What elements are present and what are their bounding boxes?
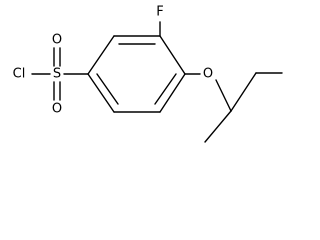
ring-inner-double-bond-2 <box>154 73 177 105</box>
bond-ch-methyl <box>204 110 232 143</box>
bond-ch-ch2 <box>230 72 257 112</box>
ring-inner-double-bond-3 <box>96 73 119 105</box>
oxygen-top-label: O <box>52 33 62 48</box>
sulfur-atom-label: S <box>53 67 61 82</box>
ring-bond-c6-c1 <box>87 73 115 113</box>
ring-bond-c3-c4 <box>159 35 186 75</box>
fluorine-atom-label: F <box>156 5 163 20</box>
ring-bond-c1-c2 <box>87 35 115 75</box>
oxygen-bottom-label: O <box>52 102 62 117</box>
chemical-structure-diagram: F O S Cl O O <box>13 5 283 143</box>
benzene-ring <box>87 35 186 113</box>
ether-oxygen-label: O <box>203 67 213 82</box>
chlorine-atom-label: Cl <box>13 67 26 82</box>
bond-o-ch <box>215 79 232 112</box>
ring-bond-c4-c5 <box>159 73 186 113</box>
